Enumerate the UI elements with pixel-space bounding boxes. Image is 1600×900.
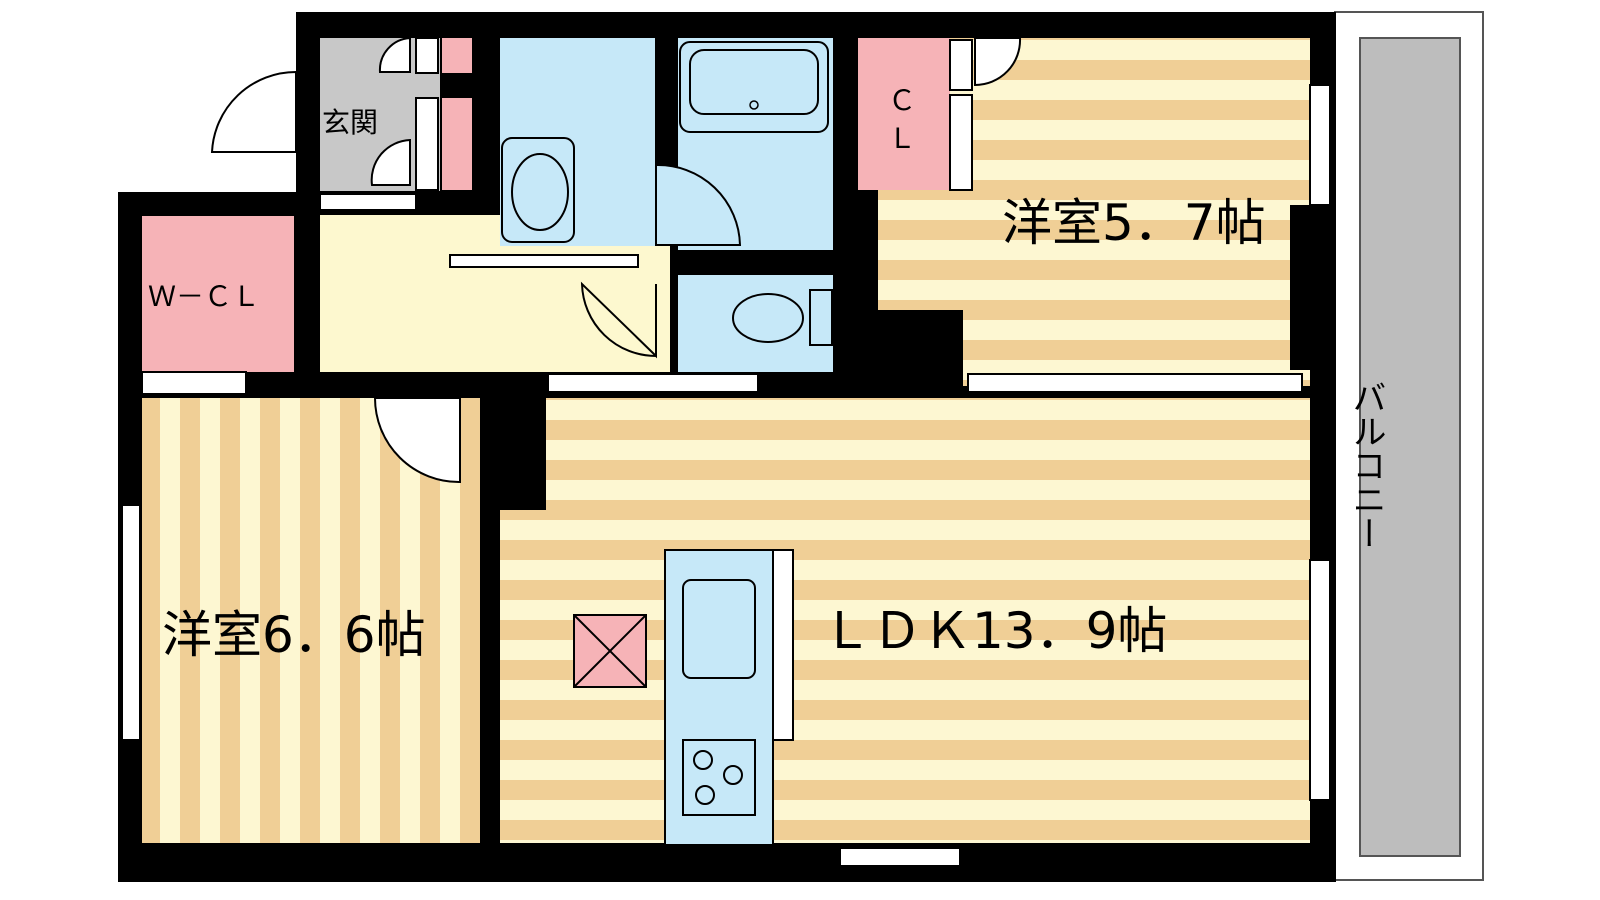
shoe-cabinet bbox=[442, 98, 472, 190]
burner-icon bbox=[723, 765, 743, 785]
wall-block bbox=[855, 310, 963, 388]
toilet-tank bbox=[809, 289, 833, 346]
room-label-balcony: バルコニー bbox=[1346, 380, 1386, 550]
room-label-entrance: 玄関 bbox=[322, 106, 378, 139]
room-label-walk-in-closet: Ｗ－ＣＬ bbox=[148, 280, 260, 313]
toilet-bowl bbox=[732, 293, 804, 343]
room-label-ldk: ＬＤＫ13．9帖 bbox=[822, 602, 1167, 660]
drain-icon bbox=[749, 100, 759, 110]
kitchen-stove bbox=[682, 739, 756, 816]
bathtub bbox=[679, 41, 829, 133]
burner-icon bbox=[695, 785, 715, 805]
refrigerator-space bbox=[573, 614, 647, 688]
room-label-closet-c: Ｃ bbox=[888, 84, 916, 117]
door-swings bbox=[210, 36, 1022, 484]
counter-edge bbox=[772, 549, 794, 741]
shoe-cabinet-top bbox=[442, 38, 472, 73]
room-label-western-room-lower: 洋室6．6帖 bbox=[162, 606, 426, 664]
sliding-doors bbox=[121, 37, 1331, 867]
room-label-closet-l: Ｌ bbox=[888, 122, 916, 155]
closet-upper bbox=[858, 38, 950, 190]
bathtub-basin bbox=[689, 49, 819, 115]
wall-block bbox=[480, 380, 546, 510]
room-label-western-room-upper: 洋室5．7帖 bbox=[1002, 194, 1266, 252]
walk-in-closet bbox=[142, 216, 294, 372]
wall-block bbox=[1290, 205, 1335, 370]
balcony-floor bbox=[1359, 37, 1461, 857]
washbasin-bowl bbox=[511, 153, 569, 231]
kitchen-sink bbox=[682, 579, 756, 679]
burner-icon bbox=[693, 750, 713, 770]
